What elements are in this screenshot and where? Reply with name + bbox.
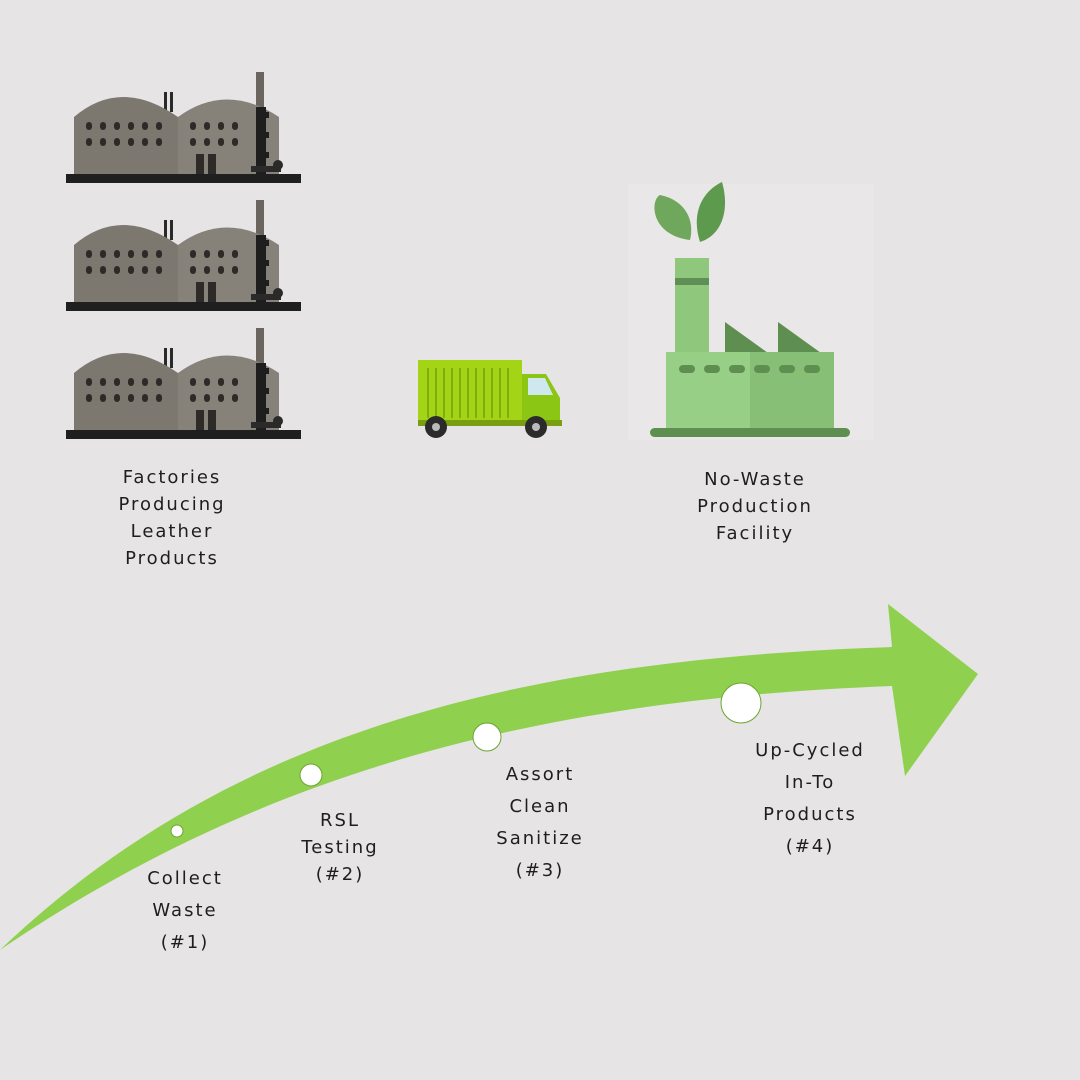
step-4-label: Up-Cycled In-To Products (#4) xyxy=(755,740,865,857)
step-2-label: RSL Testing (#2) xyxy=(301,810,379,885)
old-factory-icon xyxy=(66,328,301,439)
step-marker-2 xyxy=(299,763,323,787)
step-1-label: Collect Waste (#1) xyxy=(147,868,223,953)
step-marker-3 xyxy=(472,722,502,752)
step-marker-1 xyxy=(170,824,184,838)
truck-icon xyxy=(418,360,562,438)
step-3-label: Assort Clean Sanitize (#3) xyxy=(496,764,584,881)
old-factory-icon xyxy=(66,72,301,183)
no-waste-facility-label: No-Waste Production Facility xyxy=(697,469,813,544)
eco-factory-icon xyxy=(628,182,874,440)
factories-label: Factories Producing Leather Products xyxy=(118,467,226,569)
step-marker-4 xyxy=(720,682,762,724)
old-factory-icon xyxy=(66,200,301,311)
